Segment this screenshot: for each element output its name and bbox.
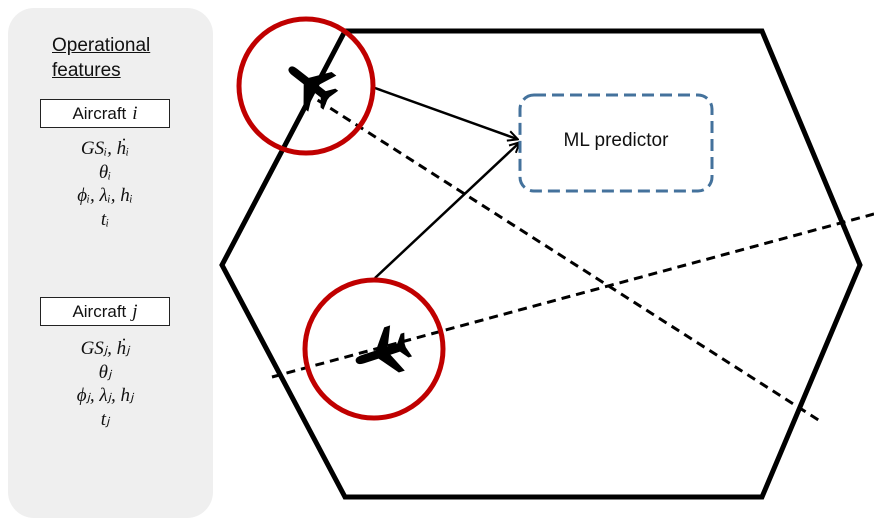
operational-features-panel	[8, 8, 213, 518]
aircraft-j-feature: ϕⱼ, λⱼ, hⱼ	[76, 385, 134, 406]
aircraft-j-feature: θⱼ	[98, 361, 112, 383]
aircraft-j-label: Aircraft	[72, 301, 127, 321]
aircraft-i-feature: θᵢ	[98, 161, 112, 183]
aircraft-i-feature: tᵢ	[100, 208, 110, 230]
aircraft-i-features: GSᵢ, ḣᵢ θᵢ ϕᵢ, λᵢ, hᵢ tᵢ	[40, 137, 170, 231]
panel-title: Operational features	[52, 33, 192, 83]
trajectory-j	[271, 212, 874, 379]
trajectory-i	[304, 90, 821, 423]
aircraft-j-label-box: Aircraft j	[40, 297, 170, 326]
aircraft-i-index: i	[132, 102, 138, 124]
aircraft-j-index: j	[132, 300, 138, 322]
aircraft-j-highlight-circle	[302, 277, 446, 421]
airplane-icon	[275, 49, 345, 119]
arrow-j-to-predictor	[374, 143, 519, 279]
aircraft-i-highlight-circle	[236, 16, 376, 156]
aircraft-j-feature: GSⱼ, ḣⱼ	[80, 338, 130, 359]
aircraft-i-feature: ϕᵢ, λᵢ, hᵢ	[77, 185, 133, 206]
aircraft-i-label: Aircraft	[72, 103, 127, 123]
aircraft-j-feature: tⱼ	[100, 408, 110, 430]
airspace-hexagon	[219, 28, 863, 500]
airplane-icon	[348, 321, 416, 385]
ml-predictor-label: ML predictor	[563, 130, 669, 151]
aircraft-j-features: GSⱼ, ḣⱼ θⱼ ϕⱼ, λⱼ, hⱼ tⱼ	[40, 337, 170, 431]
arrow-i-to-predictor	[374, 86, 517, 139]
panel-title-line2: features	[52, 60, 121, 81]
aircraft-i-feature: GSᵢ, ḣᵢ	[80, 138, 130, 159]
panel-title-line1: Operational	[52, 35, 151, 56]
aircraft-i-label-box: Aircraft i	[40, 99, 170, 128]
ml-predictor-box	[518, 93, 714, 193]
